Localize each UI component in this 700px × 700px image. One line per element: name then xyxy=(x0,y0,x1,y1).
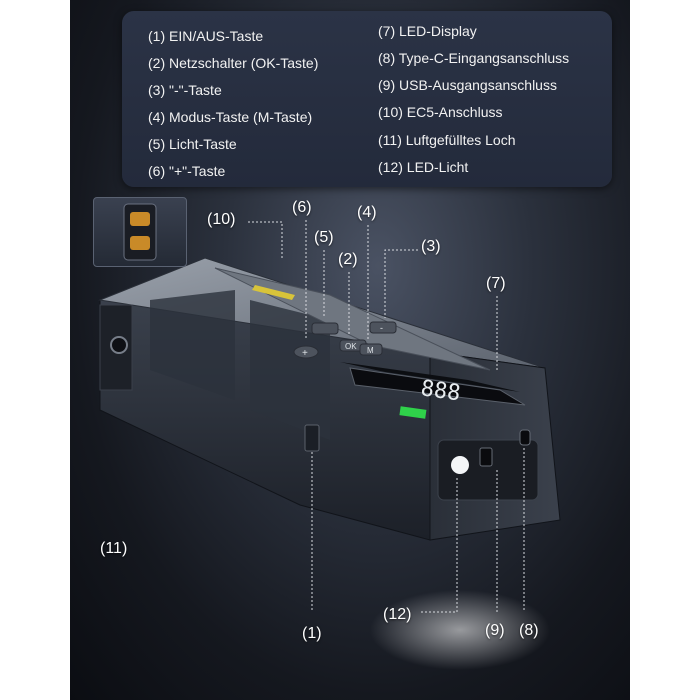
led-display-screen xyxy=(349,367,526,406)
legend-item-4: (4) Modus-Taste (M-Taste) xyxy=(148,109,313,125)
button-ok-label: OK xyxy=(345,342,357,351)
legend-panel: (1) EIN/AUS-Taste (2) Netzschalter (OK-T… xyxy=(122,11,612,187)
legend-item-6: (6) "+"-Taste xyxy=(148,163,226,179)
led-display xyxy=(340,362,520,392)
callout-6: (6) xyxy=(292,199,312,216)
callout-11: (11) xyxy=(100,540,128,557)
callout-10: (10) xyxy=(207,211,236,228)
accent-stripe xyxy=(252,285,295,300)
callout-12: (12) xyxy=(383,606,412,623)
legend-item-12: (12) LED-Licht xyxy=(378,159,469,175)
callout-7: (7) xyxy=(486,275,506,292)
legend-item-3: (3) "-"-Taste xyxy=(148,82,222,98)
legend-item-2: (2) Netzschalter (OK-Taste) xyxy=(148,55,319,71)
button-mode-label: M xyxy=(367,346,374,355)
callout-1: (1) xyxy=(302,625,322,642)
front-port-panel xyxy=(437,439,539,501)
button-plus[interactable]: + xyxy=(293,345,319,359)
led-light xyxy=(451,456,469,474)
battery-indicator xyxy=(399,406,427,419)
air-hole xyxy=(110,336,128,354)
callout-4: (4) xyxy=(357,204,377,221)
button-plus-label: + xyxy=(302,348,308,359)
button-light[interactable] xyxy=(311,322,339,335)
legend-item-1: (1) EIN/AUS-Taste xyxy=(148,28,264,44)
leader-lines xyxy=(248,220,525,613)
side-ridge xyxy=(150,290,235,400)
ec5-port-icon xyxy=(123,203,157,261)
callout-9: (9) xyxy=(485,622,505,639)
display-digits: 888 xyxy=(419,376,462,406)
power-button[interactable] xyxy=(304,424,320,452)
usb-output-port[interactable] xyxy=(479,447,493,467)
legend-item-5: (5) Licht-Taste xyxy=(148,136,237,152)
callout-8: (8) xyxy=(519,622,539,639)
type-c-input-port[interactable] xyxy=(519,429,531,446)
callout-3: (3) xyxy=(421,238,441,255)
legend-item-11: (11) Luftgefülltes Loch xyxy=(378,132,516,148)
button-minus-label: - xyxy=(380,323,383,333)
legend-item-9: (9) USB-Ausgangsanschluss xyxy=(378,77,557,93)
legend-item-10: (10) EC5-Anschluss xyxy=(378,104,503,120)
button-minus[interactable]: - xyxy=(369,321,397,334)
side-ridge xyxy=(250,300,330,440)
callout-5: (5) xyxy=(314,229,334,246)
ec5-port-inset xyxy=(93,197,187,267)
legend-item-7: (7) LED-Display xyxy=(378,23,477,39)
legend-item-8: (8) Type-C-Eingangsanschluss xyxy=(378,50,570,66)
floor-light-glow xyxy=(370,590,550,670)
callout-2: (2) xyxy=(338,251,358,268)
button-mode[interactable]: M xyxy=(359,343,383,356)
